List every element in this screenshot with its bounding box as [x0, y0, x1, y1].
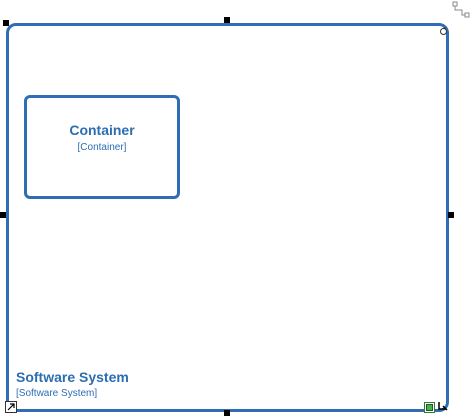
software-system-type-label: [Software System] — [16, 388, 98, 399]
resize-corner-icon[interactable] — [437, 399, 449, 411]
resize-arrow-icon[interactable] — [5, 400, 17, 413]
resize-handle-middle-right[interactable] — [448, 212, 454, 218]
software-system-name: Software System — [16, 369, 129, 385]
resize-handle-middle-left[interactable] — [0, 212, 6, 218]
expand-icon[interactable] — [424, 400, 435, 413]
software-system-boundary[interactable] — [6, 23, 449, 412]
resize-handle-top-left[interactable] — [3, 20, 9, 26]
container-element[interactable]: Container [Container] — [24, 95, 180, 199]
connector-icon[interactable] — [452, 1, 470, 18]
container-type-label: [Container] — [77, 142, 127, 153]
rotate-icon[interactable] — [439, 23, 448, 35]
resize-handle-top-middle[interactable] — [224, 17, 230, 23]
container-name: Container — [69, 122, 135, 138]
resize-handle-bottom-middle[interactable] — [224, 410, 230, 416]
